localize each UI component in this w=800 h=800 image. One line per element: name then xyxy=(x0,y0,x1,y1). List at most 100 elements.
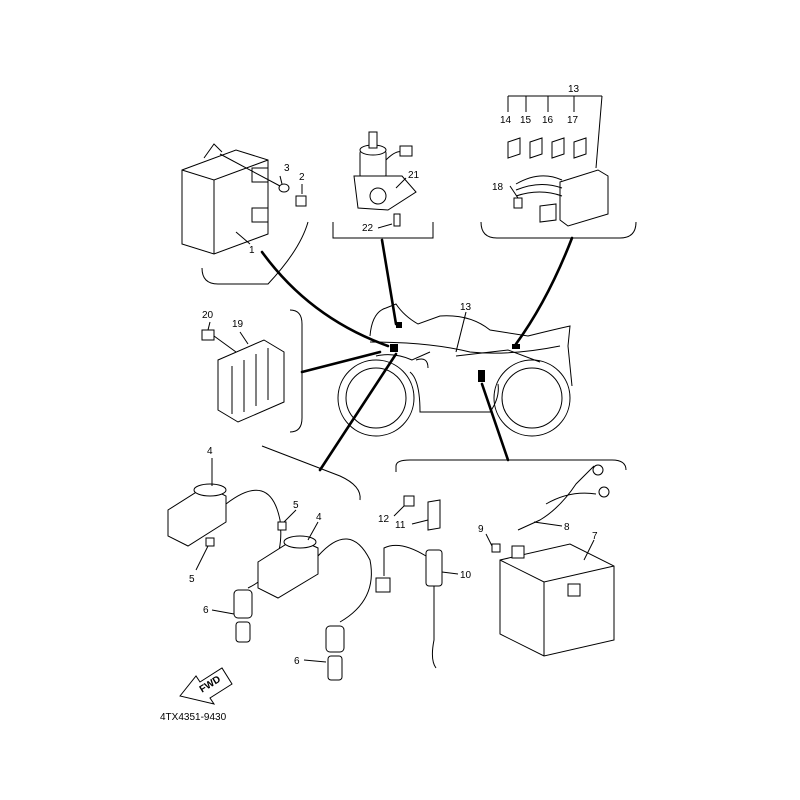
leader-5-left xyxy=(195,545,209,571)
relay-body xyxy=(425,549,443,587)
spark-plug-boot-right xyxy=(327,655,343,681)
coil-screw-left xyxy=(205,537,215,547)
leader-19 xyxy=(239,331,249,345)
starter-relay xyxy=(375,495,443,669)
relay-connector xyxy=(375,577,391,593)
mount-point-battery xyxy=(478,370,485,382)
rear-wheel-rim xyxy=(501,367,563,429)
leader-11 xyxy=(411,519,429,525)
battery-cable-eye-1 xyxy=(592,464,604,476)
callout-22: 22 xyxy=(362,223,374,234)
coil-cap-left xyxy=(193,483,227,497)
leader-battery xyxy=(480,382,510,462)
callout-5-left: 5 xyxy=(189,574,195,585)
leader-5-right xyxy=(283,509,297,523)
leader-1 xyxy=(235,231,251,245)
callout-13-fuse-box: 13 xyxy=(568,84,580,95)
callout-labels: 1 2 3 4 4 5 5 6 6 7 8 9 10 11 12 13 13 1… xyxy=(189,84,598,667)
relay-bracket xyxy=(427,499,441,531)
callout-21: 21 xyxy=(408,170,420,181)
leader-6-left xyxy=(211,609,235,615)
callout-7: 7 xyxy=(592,531,598,542)
callout-9: 9 xyxy=(478,524,484,535)
switch-lock xyxy=(369,187,387,205)
front-wheel-rim xyxy=(345,367,407,429)
fwd-arrow-shape xyxy=(179,667,233,705)
coil-screw-right xyxy=(277,521,287,531)
coil-wire-right xyxy=(317,538,372,623)
bracket-battery xyxy=(395,459,627,472)
mount-point-fuse xyxy=(512,344,520,349)
callout-leaders xyxy=(195,175,595,663)
callout-5-right: 5 xyxy=(293,500,299,511)
fuse-box-assembly xyxy=(507,95,609,227)
cdi-box xyxy=(181,149,269,255)
ignition-coil-right xyxy=(257,521,372,681)
leader-22 xyxy=(377,223,393,229)
callout-10: 10 xyxy=(460,570,472,581)
callout-8: 8 xyxy=(564,522,570,533)
leader-7 xyxy=(583,539,595,561)
battery-cable-eye-2 xyxy=(598,486,610,498)
front-wheel xyxy=(337,359,415,437)
main-switch xyxy=(353,131,417,227)
clip-wire xyxy=(415,358,429,369)
callout-17: 17 xyxy=(567,115,579,126)
callout-4-right: 4 xyxy=(316,512,322,523)
battery-cables xyxy=(517,465,597,531)
leader-18 xyxy=(509,185,519,199)
leader-fuse-box xyxy=(514,236,574,346)
battery-terminal-pos xyxy=(567,583,581,597)
rear-wheel xyxy=(493,359,571,437)
leader-8 xyxy=(533,521,563,527)
rectifier-fins xyxy=(231,348,269,414)
switch-key xyxy=(368,131,378,149)
fuse-leaders xyxy=(507,95,603,169)
bracket-rectifier xyxy=(289,309,303,433)
callout-6-left: 6 xyxy=(203,605,209,616)
cdi-washer xyxy=(278,183,290,193)
callout-4-left: 4 xyxy=(207,446,213,457)
bike-body-line xyxy=(369,303,573,387)
group-brackets xyxy=(201,221,637,501)
leader-13-bike xyxy=(455,311,467,353)
drawing-code: 4TX4351-9430 xyxy=(160,712,227,723)
mount-point-cdi xyxy=(390,344,398,352)
battery-terminal-neg xyxy=(511,545,525,559)
cdi-unit xyxy=(181,143,307,255)
leader-12 xyxy=(393,505,405,517)
switch-connector xyxy=(399,145,413,157)
fuse-box-wires xyxy=(515,175,563,197)
leader-21 xyxy=(395,177,407,189)
callout-6-right: 6 xyxy=(294,656,300,667)
callout-2: 2 xyxy=(299,172,305,183)
cdi-screw xyxy=(295,195,307,207)
relay-bolt xyxy=(403,495,415,507)
fuse-16 xyxy=(551,137,565,159)
bracket-fuse-box xyxy=(480,221,637,239)
leader-cdi xyxy=(260,250,390,348)
cdi-connector-bottom xyxy=(251,207,269,223)
leader-20 xyxy=(207,321,211,331)
callout-15: 15 xyxy=(520,115,532,126)
engine-line xyxy=(409,371,499,413)
battery-assembly xyxy=(491,464,615,657)
spark-plug-cap-left xyxy=(233,589,253,619)
motorcycle-outline xyxy=(337,303,573,437)
leader-9 xyxy=(485,533,493,547)
group-leaders xyxy=(260,236,574,472)
wire-harness xyxy=(369,341,561,354)
fuse-17 xyxy=(573,137,587,159)
callout-3: 3 xyxy=(284,163,290,174)
fuse-15 xyxy=(529,137,543,159)
battery-edges xyxy=(499,559,615,656)
switch-bolt xyxy=(393,213,401,227)
fuse-box-screw xyxy=(513,197,523,209)
battery-bolt xyxy=(491,543,501,553)
relay-lead xyxy=(431,586,437,669)
relay-wire xyxy=(383,544,427,576)
leader-ignition-coils xyxy=(318,352,398,472)
rectifier-bolt-axis xyxy=(213,335,237,353)
frame-line xyxy=(455,349,541,363)
bracket-ignition-coils xyxy=(261,445,361,501)
